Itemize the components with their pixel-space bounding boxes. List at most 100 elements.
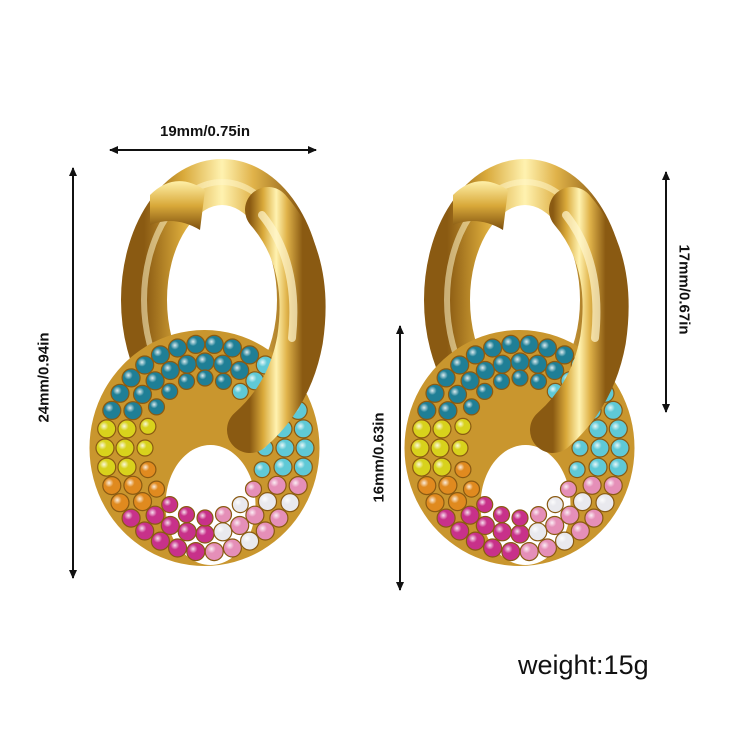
crystal-highlight <box>483 339 502 357</box>
crystal-highlight <box>431 439 449 457</box>
crystal-highlight <box>213 522 232 541</box>
crystal-highlight <box>276 439 294 457</box>
crystal-highlight <box>528 355 547 374</box>
crystal-highlight <box>97 419 116 438</box>
crystal-highlight <box>196 525 214 543</box>
crystal-highlight <box>96 439 114 457</box>
earring-left <box>89 159 326 566</box>
crystal-highlight <box>197 370 213 386</box>
crystal-highlight <box>583 476 602 495</box>
crystal-highlight <box>560 481 577 498</box>
crystal-highlight <box>122 509 141 528</box>
crystal-highlight <box>572 440 588 456</box>
crystal-highlight <box>196 353 214 371</box>
crystal-highlight <box>137 440 153 456</box>
crystal-highlight <box>178 522 197 541</box>
crystal-highlight <box>146 506 165 525</box>
crystal-highlight <box>545 361 564 380</box>
crystal-highlight <box>269 509 288 528</box>
height-ring-label: 16mm/0.63in <box>370 412 388 503</box>
crystal-highlight <box>573 492 592 511</box>
crystal-highlight <box>274 458 292 477</box>
crystal-highlight <box>118 458 136 477</box>
crystal-highlight <box>118 419 136 438</box>
crystal-highlight <box>438 476 457 495</box>
crystal-highlight <box>493 522 512 541</box>
crystal-highlight <box>528 522 547 541</box>
crystal-highlight <box>186 335 205 354</box>
crystal-highlight <box>463 398 480 415</box>
height-left-label: 24mm/0.94in <box>35 332 53 423</box>
crystal-highlight <box>240 345 259 364</box>
crystal-highlight <box>223 539 242 557</box>
crystal-highlight <box>448 492 467 511</box>
crystal-highlight <box>161 361 180 380</box>
crystal-highlight <box>511 525 529 543</box>
crystal-highlight <box>596 493 614 512</box>
crystal-highlight <box>139 418 156 435</box>
crystal-highlight <box>511 353 529 371</box>
crystal-highlight <box>433 458 451 477</box>
width-label: 19mm/0.75in <box>160 123 251 140</box>
crystal-highlight <box>501 542 520 561</box>
crystal-highlight <box>454 418 471 435</box>
crystal-highlight <box>466 532 485 551</box>
crystal-highlight <box>512 370 528 386</box>
crystal-highlight <box>281 493 299 512</box>
crystal-highlight <box>448 385 467 404</box>
crystal-highlight <box>609 419 628 438</box>
crystal-highlight <box>215 506 232 523</box>
crystal-highlight <box>433 419 451 438</box>
crystal-highlight <box>547 496 564 513</box>
crystal-highlight <box>254 461 271 478</box>
crystal-highlight <box>245 506 264 525</box>
crystal-highlight <box>438 401 457 420</box>
crystal-highlight <box>463 481 480 498</box>
crystal-highlight <box>178 506 195 523</box>
crystal-highlight <box>148 481 165 498</box>
dimension-arrows <box>69 146 670 591</box>
earring-right <box>404 159 635 566</box>
crystal-highlight <box>476 361 495 380</box>
crystal-highlight <box>426 384 444 403</box>
crystal-highlight <box>161 496 178 513</box>
crystal-highlight <box>520 542 539 561</box>
crystal-highlight <box>148 398 165 415</box>
crystal-highlight <box>604 476 623 495</box>
crystal-highlight <box>450 356 469 374</box>
crystal-highlight <box>230 361 249 380</box>
crystal-highlight <box>102 476 121 495</box>
crystal-highlight <box>512 510 528 526</box>
crystal-highlight <box>122 368 141 387</box>
crystal-highlight <box>111 384 129 403</box>
crystal-highlight <box>530 506 547 523</box>
crystal-highlight <box>151 532 170 551</box>
crystal-highlight <box>223 339 242 357</box>
crystal-highlight <box>197 510 213 526</box>
crystal-highlight <box>168 539 187 557</box>
height-hoop-label: 17mm/0.67in <box>675 244 693 335</box>
crystal-highlight <box>461 506 480 525</box>
crystal-highlight <box>168 339 187 357</box>
crystal-highlight <box>493 373 510 390</box>
crystal-highlight <box>538 539 557 557</box>
crystal-highlight <box>604 401 623 420</box>
crystal-highlight <box>571 522 590 540</box>
crystal-highlight <box>256 522 275 540</box>
crystal-highlight <box>116 439 134 457</box>
crystal-highlight <box>417 401 436 420</box>
crystal-highlight <box>493 355 512 374</box>
crystal-highlight <box>555 532 574 551</box>
weight-label: weight:15g <box>518 650 649 680</box>
crystal-highlight <box>437 368 456 387</box>
crystal-highlight <box>530 373 547 390</box>
crystal-highlight <box>232 383 249 400</box>
crystal-highlight <box>417 476 436 495</box>
crystal-highlight <box>476 496 493 513</box>
crystal-highlight <box>268 476 287 495</box>
crystal-highlight <box>426 493 444 512</box>
crystal-highlight <box>483 539 502 557</box>
crystal-highlight <box>501 335 520 354</box>
crystal-highlight <box>245 481 262 498</box>
